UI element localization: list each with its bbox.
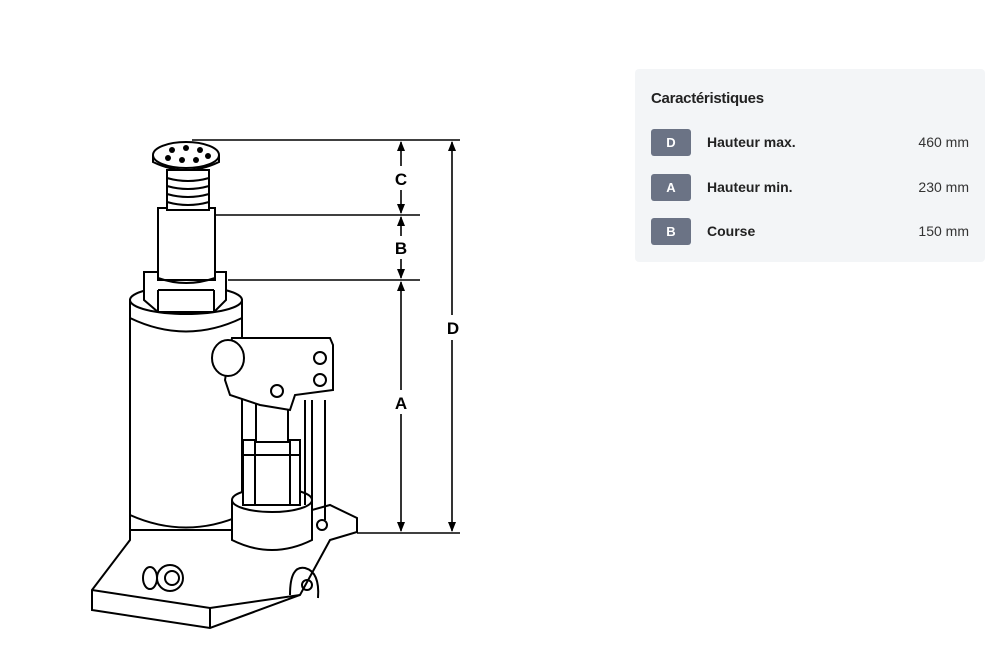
characteristics-panel: Caractéristiques D Hauteur max. 460 mm A… bbox=[635, 69, 985, 262]
spec-row-max-height: D Hauteur max. 460 mm bbox=[651, 129, 969, 156]
jack-drawing bbox=[91, 141, 358, 630]
dimension-lines bbox=[192, 139, 460, 534]
spec-label: Course bbox=[707, 223, 756, 239]
spec-label: Hauteur min. bbox=[707, 179, 793, 195]
spec-value: 230 mm bbox=[918, 179, 969, 195]
dimension-label-b: B bbox=[395, 239, 407, 258]
spec-label: Hauteur max. bbox=[707, 134, 796, 150]
spec-badge: D bbox=[651, 129, 691, 156]
spec-badge: A bbox=[651, 174, 691, 201]
dimension-label-d: D bbox=[447, 319, 459, 338]
spec-value: 460 mm bbox=[918, 134, 969, 150]
spec-row-stroke: B Course 150 mm bbox=[651, 218, 969, 245]
spec-row-min-height: A Hauteur min. 230 mm bbox=[651, 174, 969, 201]
panel-title: Caractéristiques bbox=[651, 90, 764, 107]
dimension-label-a: A bbox=[395, 394, 407, 413]
dimension-label-c: C bbox=[395, 170, 407, 189]
spec-value: 150 mm bbox=[918, 223, 969, 239]
spec-badge: B bbox=[651, 218, 691, 245]
